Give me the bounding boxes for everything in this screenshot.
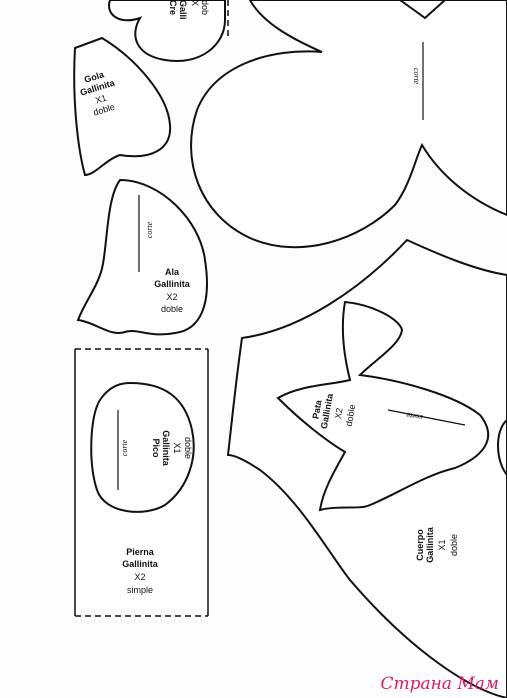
gola-qty: X1 xyxy=(94,93,107,106)
pico-kind: doble xyxy=(183,437,193,459)
cuerpo-name: Cuerpo xyxy=(415,529,425,561)
cresta-label-4: dob xyxy=(200,0,210,15)
cuerpo-qty: X1 xyxy=(437,539,447,550)
body-top-piece: corte xyxy=(190,0,507,249)
pierna-kind: simple xyxy=(127,585,153,595)
pierna-species: Gallinita xyxy=(122,559,159,569)
pico-corte: corte xyxy=(120,439,129,456)
ala-name: Ala xyxy=(165,267,180,277)
ala-qty: X2 xyxy=(166,292,177,302)
pierna-qty: X2 xyxy=(134,572,145,582)
cresta-piece: Cre Galli X dob xyxy=(108,0,229,63)
cuerpo-kind: doble xyxy=(449,534,459,556)
cresta-label-3: X xyxy=(190,0,200,6)
pico-piece: corte Pico Gallinita X1 doble xyxy=(90,381,195,513)
ala-piece: corte Ala Gallinita X2 doble xyxy=(76,178,208,336)
cuerpo-species: Gallinita xyxy=(425,526,435,563)
cuerpo-label: Cuerpo Gallinita X1 doble xyxy=(415,526,459,563)
cresta-label-2: Galli xyxy=(178,0,188,20)
pierna-name: Pierna xyxy=(126,547,155,557)
pata-corte: corte xyxy=(405,411,423,423)
pata-name: Pata xyxy=(310,398,323,419)
top-right-corte: corte xyxy=(412,68,421,85)
pata-kind: doble xyxy=(344,404,358,427)
pico-species: Gallinita xyxy=(161,430,171,467)
ala-species: Gallinita xyxy=(154,279,191,289)
pata-piece: corte Pata Gallinita X2 doble xyxy=(276,300,507,512)
pata-qty: X2 xyxy=(333,407,345,420)
ala-corte: corte xyxy=(145,221,154,238)
watermark: Страна Мам xyxy=(380,674,499,694)
pico-name: Pico xyxy=(151,438,161,458)
cresta-label-1: Cre xyxy=(168,0,178,15)
ala-kind: doble xyxy=(161,304,183,314)
pico-qty: X1 xyxy=(172,442,182,453)
gola-piece: Gola Gallinita X1 doble xyxy=(73,36,172,177)
